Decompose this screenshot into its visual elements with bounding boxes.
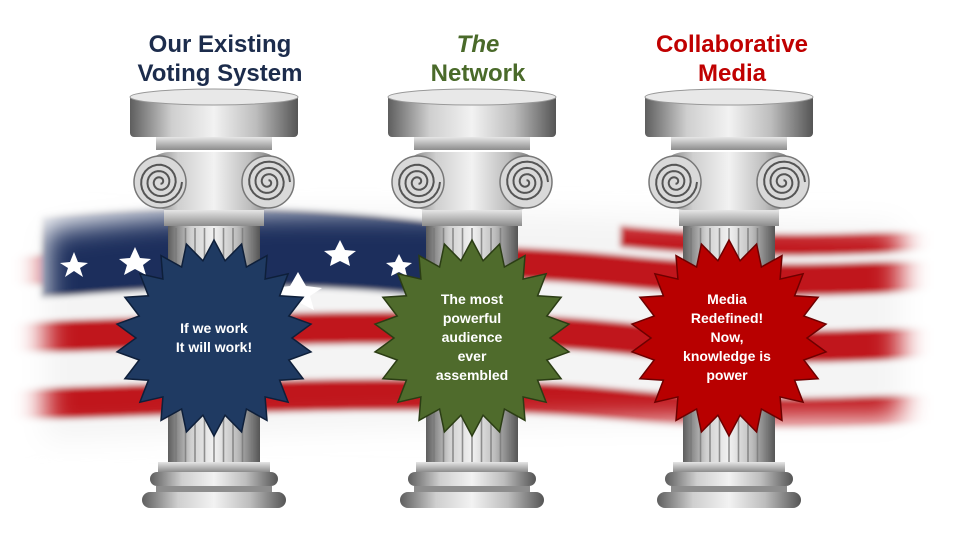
- pillar-title-voting-system: Our Existing Voting System: [110, 30, 330, 88]
- column-base-ring: [158, 462, 270, 472]
- column-plinth: [400, 492, 544, 508]
- column-abacus-top: [644, 88, 814, 106]
- column-base-ring: [416, 462, 528, 472]
- column-base-groove: [671, 486, 787, 492]
- burst-line: ever: [457, 348, 487, 364]
- right-volute-scroll: [506, 160, 549, 201]
- title-line-1: The: [456, 31, 500, 58]
- left-volute-scroll: [140, 163, 183, 204]
- title-line-1: Our Existing: [148, 31, 292, 58]
- pillar-title-network: The Network: [368, 30, 588, 88]
- column-base-groove: [156, 486, 272, 492]
- column-base-torus: [150, 472, 278, 486]
- column-abacus-top: [129, 88, 299, 106]
- burst-text-2: The most powerful audience ever assemble…: [407, 290, 537, 385]
- burst-line: Redefined!: [690, 310, 764, 326]
- title-line-2: Media: [697, 60, 766, 87]
- column-base-torus: [408, 472, 536, 486]
- pillar-title-collaborative-media: Collaborative Media: [622, 30, 842, 88]
- column-plinth: [657, 492, 801, 508]
- title-line-2: Voting System: [137, 60, 303, 87]
- column-neck: [671, 137, 787, 150]
- column-abacus: [388, 95, 556, 137]
- title-line-1: Collaborative: [655, 31, 809, 58]
- starburst-badge-2: [373, 238, 571, 438]
- column-abacus: [645, 95, 813, 137]
- burst-line: The most: [440, 291, 504, 307]
- column-collar: [164, 210, 264, 226]
- right-volute-scroll: [763, 160, 806, 201]
- column-base-torus: [665, 472, 793, 486]
- column-neck: [156, 137, 272, 150]
- burst-line: knowledge is: [683, 348, 771, 364]
- left-volute-scroll: [398, 163, 441, 204]
- column-base-groove: [414, 486, 530, 492]
- burst-line: assembled: [435, 367, 509, 383]
- column-abacus: [130, 95, 298, 137]
- left-volute-scroll: [655, 163, 698, 204]
- column-abacus-top: [387, 88, 557, 106]
- burst-line: If we work: [180, 320, 248, 336]
- burst-line: audience: [441, 329, 503, 345]
- column-base-ring: [673, 462, 785, 472]
- title-line-2: Network: [430, 60, 526, 87]
- burst-line: power: [706, 367, 748, 383]
- burst-line: Now,: [710, 329, 744, 345]
- starburst-badge-1: [115, 238, 313, 438]
- burst-line: Media: [707, 291, 747, 307]
- burst-line: It will work!: [175, 339, 253, 355]
- column-neck: [414, 137, 530, 150]
- burst-line: powerful: [442, 310, 502, 326]
- column-plinth: [142, 492, 286, 508]
- starburst-badge-3: [630, 238, 828, 438]
- burst-text-3: Media Redefined! Now, knowledge is power: [662, 290, 792, 385]
- burst-text-1: If we work It will work!: [149, 319, 279, 357]
- column-collar: [679, 210, 779, 226]
- column-collar: [422, 210, 522, 226]
- right-volute-scroll: [248, 160, 291, 201]
